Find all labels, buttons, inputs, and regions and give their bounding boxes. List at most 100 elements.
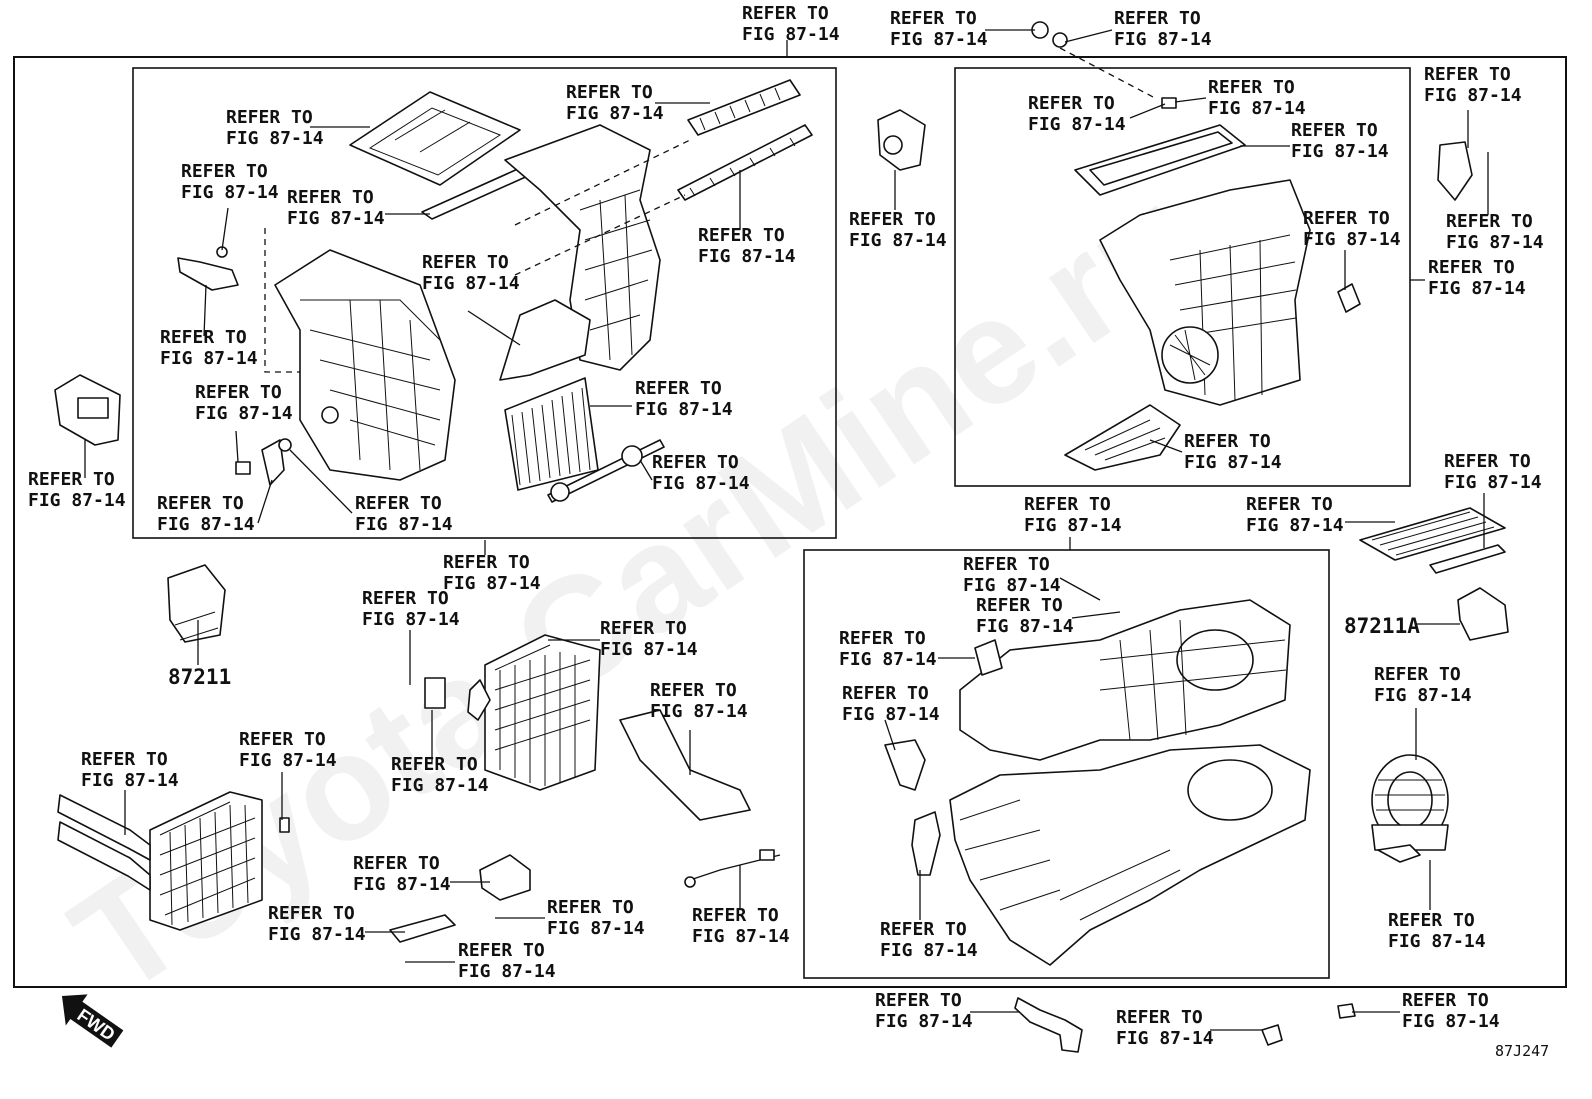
svg-text:REFER TO: REFER TO: [742, 3, 829, 24]
callout-leaders: [84, 29, 1489, 1031]
svg-text:REFER TO: REFER TO: [600, 618, 687, 639]
svg-text:FIG 87-14: FIG 87-14: [1388, 931, 1486, 952]
svg-text:FIG 87-14: FIG 87-14: [1446, 232, 1544, 253]
svg-text:FIG 87-14: FIG 87-14: [698, 246, 796, 267]
svg-text:FIG 87-14: FIG 87-14: [181, 182, 279, 203]
heater-unit-box: [132, 67, 837, 539]
svg-text:REFER TO: REFER TO: [890, 8, 977, 29]
svg-text:FIG 87-14: FIG 87-14: [1424, 85, 1522, 106]
svg-text:FIG 87-14: FIG 87-14: [1291, 141, 1389, 162]
part-number-87211a: 87211A: [1344, 614, 1420, 638]
svg-text:REFER TO: REFER TO: [391, 754, 478, 775]
svg-text:REFER TO: REFER TO: [28, 469, 115, 490]
svg-text:FIG 87-14: FIG 87-14: [692, 926, 790, 947]
svg-text:FIG 87-14: FIG 87-14: [650, 701, 748, 722]
svg-text:REFER TO: REFER TO: [1446, 211, 1533, 232]
part-illustrations: [54, 21, 1509, 1053]
svg-text:FIG 87-14: FIG 87-14: [1184, 452, 1282, 473]
svg-text:FIG 87-14: FIG 87-14: [195, 403, 293, 424]
svg-text:FIG 87-14: FIG 87-14: [226, 128, 324, 149]
svg-text:FIG 87-14: FIG 87-14: [355, 514, 453, 535]
svg-text:REFER TO: REFER TO: [1291, 120, 1378, 141]
svg-text:FIG 87-14: FIG 87-14: [81, 770, 179, 791]
outer-frame: [13, 56, 1567, 988]
svg-text:REFER TO: REFER TO: [1246, 494, 1333, 515]
svg-text:FIG 87-14: FIG 87-14: [742, 24, 840, 45]
blower-upper-box: [954, 67, 1411, 487]
svg-text:FIG 87-14: FIG 87-14: [353, 874, 451, 895]
svg-text:FIG 87-14: FIG 87-14: [1024, 515, 1122, 536]
svg-text:REFER TO: REFER TO: [1116, 1007, 1203, 1028]
svg-text:FIG 87-14: FIG 87-14: [842, 704, 940, 725]
svg-text:REFER TO: REFER TO: [1028, 93, 1115, 114]
svg-text:REFER TO: REFER TO: [839, 628, 926, 649]
svg-text:FIG 87-14: FIG 87-14: [1208, 98, 1306, 119]
svg-text:FIG 87-14: FIG 87-14: [566, 103, 664, 124]
svg-text:FIG 87-14: FIG 87-14: [963, 575, 1061, 596]
svg-text:REFER TO: REFER TO: [1303, 208, 1390, 229]
svg-text:REFER TO: REFER TO: [566, 82, 653, 103]
svg-text:REFER TO: REFER TO: [1024, 494, 1111, 515]
svg-text:FIG 87-14: FIG 87-14: [157, 514, 255, 535]
svg-text:FIG 87-14: FIG 87-14: [1114, 29, 1212, 50]
part-number-87211: 87211: [168, 665, 231, 689]
svg-text:REFER TO: REFER TO: [1184, 431, 1271, 452]
svg-text:REFER TO: REFER TO: [157, 493, 244, 514]
svg-text:FIG 87-14: FIG 87-14: [28, 490, 126, 511]
svg-text:REFER TO: REFER TO: [842, 683, 929, 704]
svg-text:REFER TO: REFER TO: [1428, 257, 1515, 278]
svg-text:REFER TO: REFER TO: [635, 378, 722, 399]
svg-text:FIG 87-14: FIG 87-14: [547, 918, 645, 939]
svg-text:FIG 87-14: FIG 87-14: [362, 609, 460, 630]
svg-text:FIG 87-14: FIG 87-14: [600, 639, 698, 660]
svg-text:REFER TO: REFER TO: [1402, 990, 1489, 1011]
svg-text:REFER TO: REFER TO: [1444, 451, 1531, 472]
svg-text:FIG 87-14: FIG 87-14: [1246, 515, 1344, 536]
svg-text:REFER TO: REFER TO: [849, 209, 936, 230]
svg-text:REFER TO: REFER TO: [362, 588, 449, 609]
svg-text:FIG 87-14: FIG 87-14: [839, 649, 937, 670]
svg-text:FIG 87-14: FIG 87-14: [1374, 685, 1472, 706]
svg-text:REFER TO: REFER TO: [268, 903, 355, 924]
svg-text:REFER TO: REFER TO: [443, 552, 530, 573]
diagram-code: 87J247: [1495, 1042, 1549, 1060]
svg-text:FIG 87-14: FIG 87-14: [1402, 1011, 1500, 1032]
svg-text:FIG 87-14: FIG 87-14: [268, 924, 366, 945]
svg-text:REFER TO: REFER TO: [287, 187, 374, 208]
svg-text:REFER TO: REFER TO: [1374, 664, 1461, 685]
svg-text:REFER TO: REFER TO: [1424, 64, 1511, 85]
svg-text:FIG 87-14: FIG 87-14: [652, 473, 750, 494]
svg-text:FIG 87-14: FIG 87-14: [890, 29, 988, 50]
svg-text:REFER TO: REFER TO: [422, 252, 509, 273]
svg-text:REFER TO: REFER TO: [650, 680, 737, 701]
svg-text:REFER TO: REFER TO: [880, 919, 967, 940]
svg-text:FIG 87-14: FIG 87-14: [875, 1011, 973, 1032]
